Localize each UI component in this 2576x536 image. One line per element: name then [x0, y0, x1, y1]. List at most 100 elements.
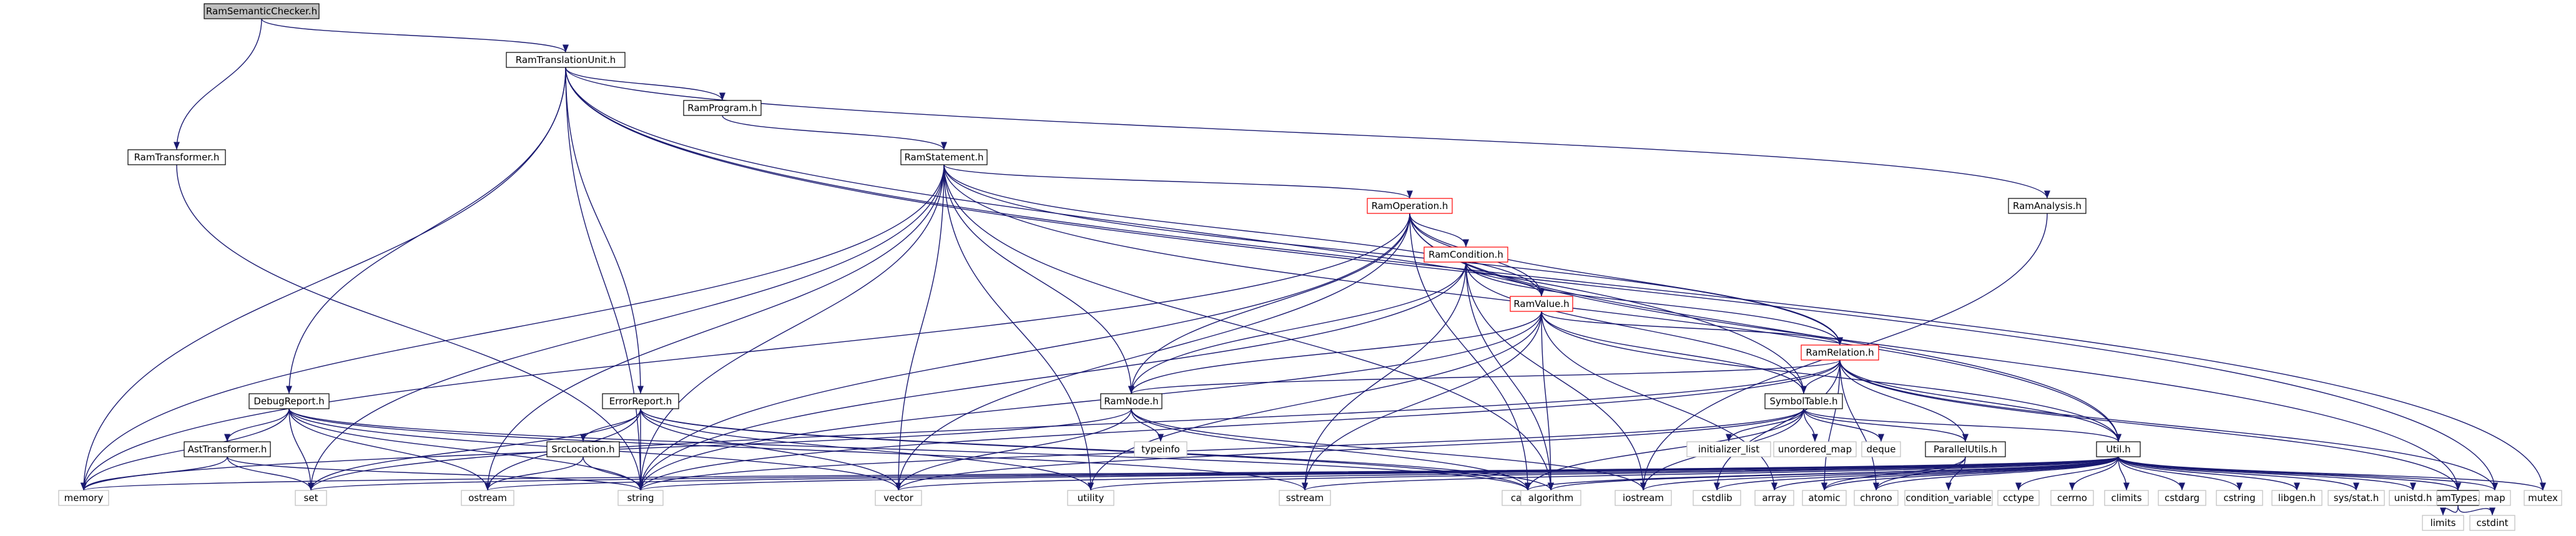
edge-symboltable-h-to-deque: [1803, 408, 1884, 442]
node-parallelutils-h[interactable]: ParallelUtils.h: [1925, 441, 2006, 457]
node-label: deque: [1866, 444, 1895, 455]
edge-ramrelation-h-to-map: [1839, 359, 2498, 491]
node-ramoperation-h[interactable]: RamOperation.h: [1367, 198, 1453, 214]
edge-ramvalue-h-to-algorithm: [1541, 311, 1555, 491]
node-box: [1693, 490, 1741, 506]
node-box: [1861, 441, 1901, 457]
edge-ramtranslationunit-h-to-memory: [80, 67, 566, 491]
node-label: Util.h: [2106, 444, 2130, 455]
node-ramanalysis-h[interactable]: RamAnalysis.h: [2008, 198, 2087, 214]
edge-ramcondition-h-to-symboltable-h: [1465, 261, 1807, 394]
edge-ramprogram-h-to-ramstatement-h: [722, 115, 947, 150]
edge-symboltable-h-to-initializer-list: [1726, 408, 1804, 442]
edge-ramrelation-h-to-cstdlib: [1713, 359, 1841, 491]
node-vector: vector: [875, 490, 922, 506]
node-label: map: [2484, 492, 2505, 504]
node-srclocation-h[interactable]: SrcLocation.h: [546, 441, 620, 457]
node-box: [2422, 515, 2464, 531]
edge-ramvalue-h-to-sstream: [1301, 311, 1542, 491]
edge-ramoperation-h-to-ramrelation-h: [1409, 213, 1843, 346]
node-iostream: iostream: [1615, 490, 1672, 506]
node-ramcondition-h[interactable]: RamCondition.h: [1423, 246, 1508, 263]
node-label: RamValue.h: [1513, 298, 1569, 309]
node-label: RamNode.h: [1104, 396, 1158, 407]
node-ramtranslationunit-h[interactable]: RamTranslationUnit.h: [506, 52, 626, 68]
node-box: [1773, 441, 1857, 457]
edge-ramcondition-h-to-string: [637, 261, 1467, 491]
node-ramprogram-h[interactable]: RamProgram.h: [683, 100, 762, 116]
node-ramnode-h[interactable]: RamNode.h: [1100, 393, 1163, 409]
edge-ramstatement-h-to-utility: [943, 164, 1094, 491]
node-ramsemanticchecker-h[interactable]: RamSemanticChecker.h: [204, 3, 320, 19]
node-cstdlib: cstdlib: [1693, 490, 1741, 506]
edge-util-h-to-chrono: [1873, 456, 2119, 491]
node-box: [1802, 490, 1847, 506]
edge-util-h-to-climits: [2118, 456, 2130, 491]
node-box: [204, 3, 320, 19]
node-ramtypes-h[interactable]: RamTypes.h: [2427, 490, 2489, 506]
edge-ramtranslationunit-h-to-ramprogram-h: [565, 67, 725, 101]
edge-ramrelation-h-to-util-h: [1839, 359, 2121, 442]
edge-asttransformer-h-to-set: [227, 456, 314, 491]
node-label: RamAnalysis.h: [2013, 200, 2082, 212]
node-label: RamOperation.h: [1372, 200, 1448, 212]
node-label: cerrno: [2057, 492, 2087, 504]
node-limits: limits: [2422, 515, 2464, 531]
node-label: ParallelUtils.h: [1934, 444, 1997, 455]
node-box: [546, 441, 620, 457]
node-debugreport-h[interactable]: DebugReport.h: [248, 393, 330, 409]
node-label: AstTransformer.h: [188, 444, 267, 455]
node-box: [1854, 490, 1899, 506]
edge-ramstatement-h-to-ostream: [484, 164, 945, 491]
node-climits: climits: [2104, 490, 2149, 506]
node-label: initializer_list: [1698, 444, 1759, 456]
node-label: string: [627, 492, 654, 504]
edge-util-h-to-libgen-h: [2118, 456, 2300, 491]
node-deque: deque: [1861, 441, 1901, 457]
edge-ramsemanticchecker-h-to-ramtransformer-h: [173, 18, 262, 150]
node-box: [2050, 490, 2094, 506]
edge-ramoperation-h-to-vector: [895, 213, 1410, 491]
edge-debugreport-h-to-ostream: [288, 408, 491, 491]
node-cstring: cstring: [2216, 490, 2263, 506]
edge-ramvalue-h-to-ramrelation-h: [1541, 311, 1843, 346]
node-box: [1520, 490, 1581, 506]
node-box: [1904, 490, 1993, 506]
node-label: limits: [2431, 517, 2456, 529]
node-label: RamTypes.h: [2430, 492, 2486, 504]
node-asttransformer-h[interactable]: AstTransformer.h: [184, 441, 271, 457]
node-label: climits: [2111, 492, 2141, 504]
edge-ramcondition-h-to-ramrelation-h: [1465, 261, 1843, 346]
node-errorreport-h[interactable]: ErrorReport.h: [602, 393, 679, 409]
node-label: set: [304, 492, 318, 504]
node-symboltable-h[interactable]: SymbolTable.h: [1764, 393, 1843, 409]
edge-symboltable-h-to-parallelutils-h: [1803, 408, 1969, 442]
edge-util-h-to-ostream: [485, 456, 2119, 491]
edge-util-h-to-map: [2118, 456, 2498, 491]
edge-srclocation-h-to-ostream: [484, 456, 584, 491]
node-ramrelation-h[interactable]: RamRelation.h: [1801, 344, 1879, 361]
node-label: libgen.h: [2278, 492, 2316, 504]
edge-ramtypes-h-to-limits: [2439, 505, 2459, 516]
node-ramvalue-h[interactable]: RamValue.h: [1510, 296, 1573, 312]
node-box: [2469, 515, 2515, 531]
edge-ramvalue-h-to-ramnode-h: [1128, 311, 1542, 394]
node-label: cstdint: [2476, 517, 2508, 529]
edge-ramstatement-h-to-algorithm: [943, 164, 1554, 491]
node-label: unistd.h: [2394, 492, 2432, 504]
node-ramtransformer-h[interactable]: RamTransformer.h: [127, 149, 226, 165]
edge-debugreport-h-to-set: [288, 408, 315, 491]
node-box: [295, 490, 327, 506]
edge-symboltable-h-to-util-h: [1803, 408, 2121, 442]
node-label: RamProgram.h: [687, 102, 757, 114]
edge-ramoperation-h-to-cassert: [1409, 213, 1531, 491]
node-label: SymbolTable.h: [1770, 396, 1838, 407]
edge-ramtranslationunit-h-to-symboltable-h: [565, 67, 1807, 394]
edge-ramrelation-h-to-string: [637, 359, 1841, 491]
edge-ramtranslationunit-h-to-string: [565, 67, 644, 491]
node-util-h[interactable]: Util.h: [2096, 441, 2141, 457]
node-box: [1801, 344, 1879, 361]
node-ramstatement-h[interactable]: RamStatement.h: [900, 149, 988, 165]
edge-ramvalue-h-to-util-h: [1541, 311, 2121, 442]
edge-ramsemanticchecker-h-to-ramtranslationunit-h: [261, 18, 569, 53]
